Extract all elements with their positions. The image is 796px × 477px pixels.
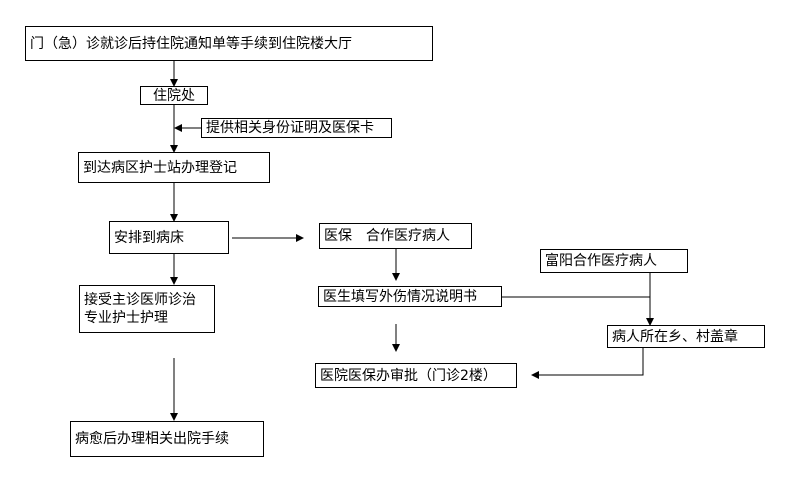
village-stamp-text: 病人所在乡、村盖章 (612, 328, 738, 345)
admission-office-box: 住院处 (140, 86, 208, 105)
arrow-stamp-to-approval (531, 348, 644, 379)
documents-note-box: 提供相关身份证明及医保卡 (201, 118, 392, 138)
bed-assignment-text: 安排到病床 (114, 229, 184, 246)
admission-office-text: 住院处 (153, 87, 195, 104)
injury-statement-box: 医生填写外伤情况说明书 (318, 286, 502, 307)
ward-nurse-station-box: 到达病区护士站办理登记 (78, 152, 270, 183)
hospital-approval-text: 医院医保办审批（门诊2楼） (320, 367, 497, 384)
treatment-line1-text: 接受主诊医师诊治 (84, 292, 196, 308)
bed-assignment-box: 安排到病床 (109, 221, 229, 254)
injury-statement-text: 医生填写外伤情况说明书 (323, 288, 477, 305)
fuyang-patient-box: 富阳合作医疗病人 (540, 249, 688, 273)
documents-note-text: 提供相关身份证明及医保卡 (206, 120, 374, 136)
fuyang-patient-text: 富阳合作医疗病人 (545, 253, 657, 269)
village-stamp-box: 病人所在乡、村盖章 (607, 325, 765, 348)
insurance-patient-text: 医保 合作医疗病人 (324, 228, 450, 244)
insurance-patient-box: 医保 合作医疗病人 (319, 223, 472, 249)
discharge-text: 病愈后办理相关出院手续 (75, 431, 229, 447)
treatment-box: 接受主诊医师诊治 专业护士护理 (79, 285, 215, 333)
discharge-box: 病愈后办理相关出院手续 (70, 421, 264, 457)
treatment-line2-text: 专业护士护理 (84, 310, 168, 326)
registration-box: 门（急）诊就诊后持住院通知单等手续到住院楼大厅 (25, 26, 433, 61)
registration-text: 门（急）诊就诊后持住院通知单等手续到住院楼大厅 (30, 35, 352, 52)
ward-nurse-station-text: 到达病区护士站办理登记 (83, 159, 237, 176)
hospital-approval-box: 医院医保办审批（门诊2楼） (315, 363, 517, 388)
